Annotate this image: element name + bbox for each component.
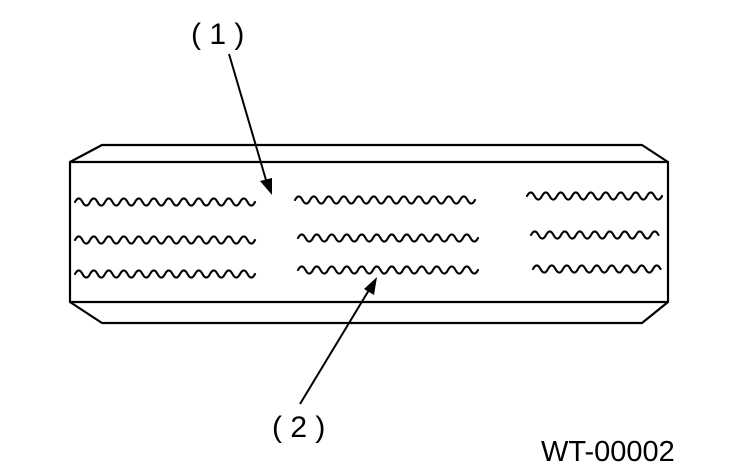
callout-label-1: ( 1 ) xyxy=(191,18,244,51)
adhesive-wave-pattern xyxy=(73,191,664,279)
wave-line xyxy=(525,191,664,201)
wave-line xyxy=(529,230,660,240)
strip-outline xyxy=(68,143,670,325)
wave-line xyxy=(73,269,257,279)
wave-line xyxy=(73,235,257,245)
leader-line-1 xyxy=(228,53,267,181)
wave-line xyxy=(73,197,257,207)
leader-line-2 xyxy=(299,289,370,405)
wave-line xyxy=(531,264,662,274)
arrowhead-2 xyxy=(364,277,377,295)
arrowhead-1 xyxy=(260,178,272,195)
wave-line xyxy=(296,265,480,275)
wave-line xyxy=(293,195,477,205)
callout-label-2: ( 2 ) xyxy=(272,411,325,444)
wave-line xyxy=(296,233,480,243)
figure-id: WT-00002 xyxy=(541,436,675,466)
